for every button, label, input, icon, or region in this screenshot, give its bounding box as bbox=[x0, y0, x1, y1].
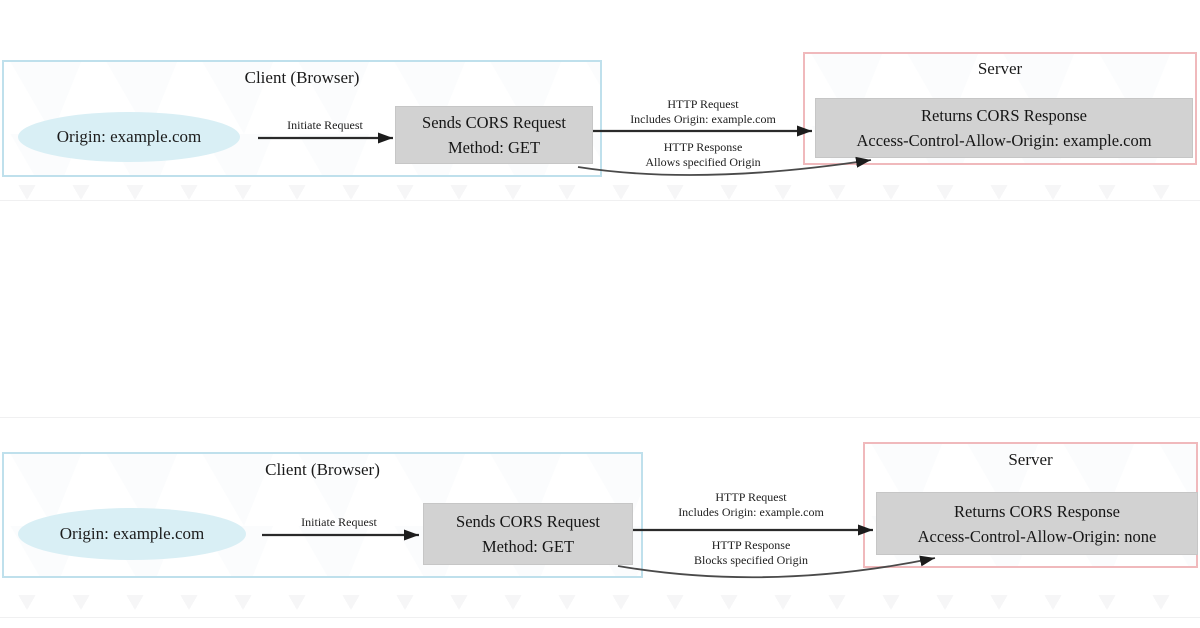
http-response-line2: Allows specified Origin bbox=[645, 155, 761, 169]
http-response-line1: HTTP Response bbox=[711, 538, 791, 552]
server-box-title: Server bbox=[1008, 450, 1053, 469]
origin-ellipse: Origin: example.com bbox=[18, 112, 240, 162]
response-line1: Returns CORS Response bbox=[954, 501, 1120, 521]
http-request-line2: Includes Origin: example.com bbox=[630, 112, 776, 126]
http-request-line1: HTTP Request bbox=[715, 490, 787, 504]
http-request-label: HTTP Request Includes Origin: example.co… bbox=[598, 97, 808, 127]
initiate-request-label: Initiate Request bbox=[287, 118, 363, 132]
http-response-line1: HTTP Response bbox=[663, 140, 743, 154]
sends-cors-request-box: Sends CORS Request Method: GET bbox=[423, 503, 633, 565]
image-seam bbox=[0, 417, 1200, 418]
action-line1: Sends CORS Request bbox=[456, 512, 600, 531]
watermark-strip-top bbox=[0, 185, 1200, 200]
action-line2: Method: GET bbox=[481, 537, 575, 556]
client-box-title: Client (Browser) bbox=[244, 68, 360, 87]
sends-cors-request-box: Sends CORS Request Method: GET bbox=[395, 106, 593, 164]
client-box-title: Client (Browser) bbox=[265, 460, 380, 479]
http-request-label: HTTP Request Includes Origin: example.co… bbox=[640, 490, 862, 520]
origin-ellipse: Origin: example.com bbox=[18, 508, 246, 560]
response-line1: Returns CORS Response bbox=[921, 106, 1087, 125]
server-box-title: Server bbox=[977, 59, 1023, 78]
action-line1: Sends CORS Request bbox=[422, 113, 566, 132]
returns-cors-response-box: Returns CORS Response Access-Control-All… bbox=[815, 98, 1193, 158]
watermark-strip-bottom bbox=[0, 595, 1200, 610]
http-response-label: HTTP Response Blocks specified Origin bbox=[640, 538, 862, 568]
http-request-line1: HTTP Request bbox=[667, 97, 739, 111]
origin-label: Origin: example.com bbox=[59, 524, 205, 543]
http-response-label: HTTP Response Allows specified Origin bbox=[598, 140, 808, 170]
response-line2: Access-Control-Allow-Origin: none bbox=[917, 526, 1157, 546]
returns-cors-response-box: Returns CORS Response Access-Control-All… bbox=[876, 492, 1198, 555]
response-line2: Access-Control-Allow-Origin: example.com bbox=[856, 131, 1152, 150]
origin-label: Origin: example.com bbox=[56, 127, 202, 146]
action-line2: Method: GET bbox=[447, 138, 541, 157]
image-seam bbox=[0, 200, 1200, 201]
http-response-line2: Blocks specified Origin bbox=[694, 553, 808, 567]
image-seam bbox=[0, 617, 1200, 618]
http-request-line2: Includes Origin: example.com bbox=[678, 505, 824, 519]
initiate-request-label: Initiate Request bbox=[301, 515, 377, 529]
